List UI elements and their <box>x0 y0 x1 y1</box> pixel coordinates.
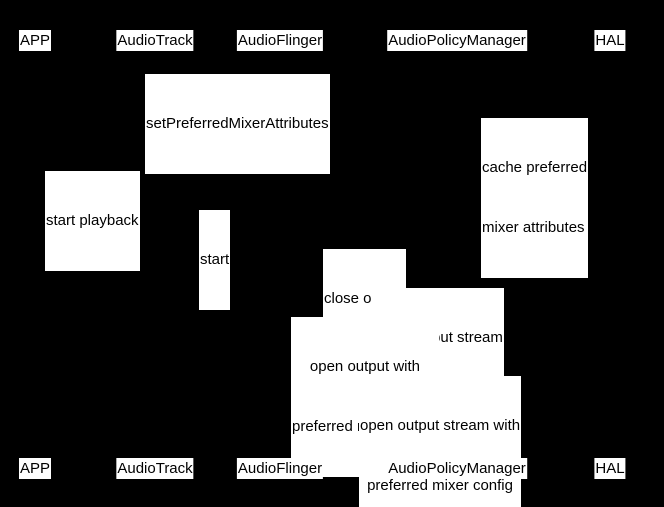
message-line: preferred mixer config <box>367 477 513 494</box>
participant-footer-audioflinger[interactable]: AudioFlinger <box>236 458 324 479</box>
arrow-head-message-3 <box>148 189 155 197</box>
lifeline-app <box>35 52 36 480</box>
participant-header-audiopolicymanager[interactable]: AudioPolicyManager <box>387 30 527 51</box>
arrow-head-message-6 <box>603 306 610 314</box>
participant-header-app[interactable]: APP <box>18 30 52 51</box>
message-line: open output stream with <box>360 417 521 434</box>
participant-footer-audiopolicymanager[interactable]: AudioPolicyManager <box>387 458 527 479</box>
participant-header-audiotrack[interactable]: AudioTrack <box>116 30 194 51</box>
lifeline-audiopolicymanager <box>457 52 458 480</box>
arrow-head-message-1 <box>450 92 457 100</box>
participant-footer-hal[interactable]: HAL <box>594 458 626 479</box>
participant-header-hal[interactable]: HAL <box>594 30 626 51</box>
message-line: setPreferredMixerAttributes <box>146 115 329 132</box>
message-label-start-playback: start playback <box>45 171 140 271</box>
lifeline-audioflinger <box>280 52 281 480</box>
message-label-set-preferred-mixer-attributes: setPreferredMixerAttributes <box>145 74 330 174</box>
arrow-head-message-5 <box>450 267 457 275</box>
arrow-message-2-self <box>457 160 477 161</box>
message-line: open output with <box>309 358 420 375</box>
lifeline-hal <box>610 52 611 480</box>
participant-header-audioflinger[interactable]: AudioFlinger <box>236 30 324 51</box>
message-line: start <box>200 251 230 268</box>
arrow-head-message-2 <box>457 156 464 164</box>
arrow-head-message-8 <box>603 414 610 422</box>
message-label-open-output-stream-with-preferred-mixer-config: open output stream with preferred mixer … <box>359 376 522 507</box>
message-line: cache preferred <box>482 159 588 176</box>
arrow-message-6 <box>457 310 610 311</box>
arrow-head-message-4 <box>273 228 280 236</box>
message-line: start playback <box>46 212 139 229</box>
message-label-cache-preferred-mixer-attributes: cache preferred mixer attributes <box>481 118 589 278</box>
message-label-start: start <box>199 210 231 310</box>
arrow-message-8 <box>457 418 610 419</box>
lifeline-audiotrack <box>155 52 156 480</box>
participant-footer-app[interactable]: APP <box>18 458 52 479</box>
participant-footer-audiotrack[interactable]: AudioTrack <box>116 458 194 479</box>
message-line: mixer attributes <box>482 219 585 236</box>
